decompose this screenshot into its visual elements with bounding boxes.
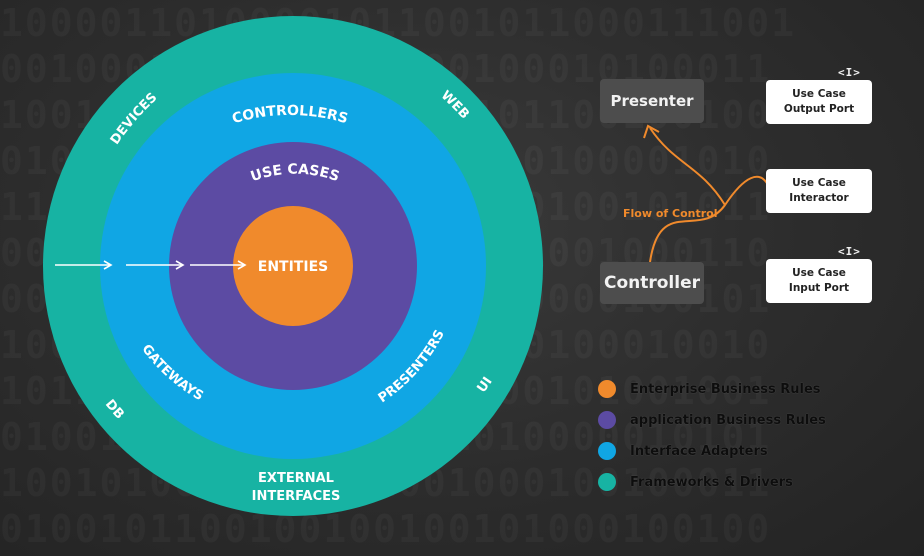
- controller-box: Controller: [600, 262, 704, 304]
- legend-item: application Business Rules: [598, 410, 826, 430]
- use-case-input-port-box: Use Case Input Port: [766, 259, 872, 303]
- label-external-line2: INTERFACES: [252, 489, 341, 504]
- presenter-box: Presenter: [600, 79, 704, 123]
- input-port-interface-tag: <I>: [838, 245, 861, 258]
- flow-arrow-head: [643, 124, 660, 139]
- label-ui: UI: [474, 375, 495, 396]
- legend-label: Enterprise Business Rules: [630, 381, 821, 397]
- output-port-interface-tag: <I>: [838, 66, 861, 79]
- arrow-head: [103, 260, 113, 270]
- interactor-line2: Interactor: [789, 192, 849, 204]
- input-port-line1: Use Case: [792, 267, 846, 279]
- legend-item: Frameworks & Drivers: [598, 472, 793, 492]
- legend-label: Interface Adapters: [630, 443, 768, 459]
- output-port-line2: Output Port: [783, 103, 855, 115]
- legend-item: Enterprise Business Rules: [598, 379, 821, 399]
- interactor-line1: Use Case: [792, 177, 846, 189]
- entities-core: [233, 206, 353, 326]
- use-case-output-port-box: Use Case Output Port: [766, 80, 872, 124]
- legend-label: Frameworks & Drivers: [630, 474, 793, 490]
- legend-item: Interface Adapters: [598, 441, 768, 461]
- use-case-interactor-box: Use Case Interactor: [766, 169, 872, 213]
- legend-dot: [598, 442, 616, 460]
- flow-of-control-label: Flow of Control: [623, 207, 718, 220]
- flow-of-control-curve: [649, 127, 769, 263]
- label-external-line1: EXTERNAL: [258, 471, 334, 486]
- label-entities: ENTITIES: [258, 259, 328, 275]
- dependency-arrows: [55, 260, 247, 270]
- output-port-line1: Use Case: [792, 88, 846, 100]
- legend-label: application Business Rules: [630, 412, 826, 428]
- arrow-head: [175, 260, 185, 270]
- input-port-line2: Input Port: [788, 282, 850, 294]
- arrow-head: [237, 260, 247, 270]
- legend-dot: [598, 473, 616, 491]
- legend-dot: [598, 380, 616, 398]
- legend-dot: [598, 411, 616, 429]
